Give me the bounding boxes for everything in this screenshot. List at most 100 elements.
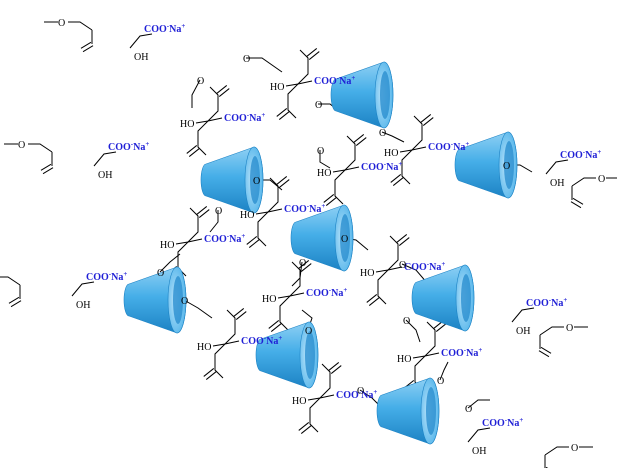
bond-line — [287, 83, 299, 119]
bond-line — [396, 234, 408, 243]
bond-line — [539, 326, 564, 336]
bond-line — [328, 362, 340, 371]
bond-lines — [0, 21, 617, 468]
bond-line — [255, 211, 269, 215]
bond-line — [207, 117, 223, 122]
cyclodextrin-cones — [123, 61, 518, 445]
bond-line — [344, 135, 356, 171]
bond-line — [422, 117, 434, 126]
bond-line — [278, 179, 290, 188]
cyclodextrin-cone-icon — [200, 146, 264, 214]
bond-line — [68, 21, 93, 31]
bond-line — [571, 177, 596, 187]
bond-line — [297, 49, 309, 85]
oxygen-atom-label: O — [503, 161, 510, 172]
bond-line — [129, 33, 153, 49]
bond-line — [319, 394, 335, 399]
bond-line — [420, 114, 432, 123]
bond-line — [412, 355, 426, 359]
bond-line — [235, 311, 247, 320]
hydroxyl-label: OH — [134, 52, 148, 63]
bond-line — [246, 57, 283, 73]
carboxylate-sodium-label: COO-Na+ — [526, 296, 567, 309]
carboxylate-sodium-label: COO-Na+ — [441, 346, 482, 359]
bond-line — [377, 269, 389, 305]
bond-line — [276, 176, 288, 185]
cyclodextrin-cone-icon — [255, 321, 319, 389]
hydroxyl-label: HO — [160, 240, 174, 251]
carboxylate-sodium-label: COO-Na+ — [86, 270, 127, 283]
bond-line — [183, 299, 213, 319]
carboxylate-sodium-label: COO-Na+ — [404, 260, 445, 273]
bond-line — [212, 343, 226, 347]
bond-line — [297, 80, 313, 85]
oxygen-atom-label: O — [465, 404, 472, 415]
bond-line — [544, 446, 569, 456]
hydroxyl-label: OH — [516, 326, 530, 337]
hydroxyl-label: HO — [397, 354, 411, 365]
oxygen-atom-label: O — [243, 54, 250, 65]
bond-line — [159, 253, 181, 273]
carboxylate-sodium-label: COO-Na+ — [336, 388, 377, 401]
bond-line — [186, 145, 198, 154]
bond-line — [224, 340, 240, 345]
bond-line — [207, 86, 219, 122]
bond-line — [319, 363, 331, 399]
atom-labels: COO-Na+ HO COO-Na+ HO COO-Na+ HO COO-Na+ HO COO-… — [18, 18, 605, 457]
bond-line — [306, 48, 318, 57]
oxygen-atom-label: O — [403, 316, 410, 327]
bond-line — [344, 166, 360, 171]
oxygen-atom-label: O — [181, 296, 188, 307]
bond-line — [28, 143, 53, 153]
bond-line — [71, 281, 95, 297]
oxygen-atom-label: O — [379, 128, 386, 139]
hydroxyl-label: OH — [76, 300, 90, 311]
bond-line — [191, 79, 201, 108]
carboxylate-sodium-label: COO-Na+ — [204, 232, 245, 245]
cyclodextrin-cone-icon — [290, 204, 354, 272]
bond-line — [334, 169, 346, 205]
bond-line — [405, 319, 421, 343]
bond-line — [325, 197, 337, 206]
bond-line — [291, 261, 303, 287]
bond-line — [277, 295, 291, 299]
bond-line — [188, 148, 200, 157]
cyclodextrin-cone-icon — [411, 264, 475, 332]
bond-line — [298, 422, 310, 431]
bond-line — [80, 41, 92, 49]
bond-line — [300, 263, 312, 272]
bond-line — [355, 137, 367, 146]
bond-line — [392, 177, 404, 186]
hydroxyl-label: HO — [317, 168, 331, 179]
hydroxyl-label: HO — [292, 396, 306, 407]
bond-line — [368, 297, 380, 306]
bond-line — [399, 149, 413, 153]
bond-line — [366, 294, 378, 303]
oxygen-atom-label: O — [357, 386, 364, 397]
bond-line — [323, 194, 335, 203]
bond-line — [381, 131, 405, 143]
oxygen-atom-label: O — [18, 140, 25, 151]
bond-line — [307, 397, 321, 401]
bond-line — [411, 146, 427, 151]
bond-line — [268, 320, 280, 329]
bond-line — [0, 276, 21, 286]
bond-line — [570, 201, 582, 209]
bond-line — [511, 307, 535, 323]
bond-line — [196, 206, 208, 215]
carboxylate-sodium-label: COO-Na+ — [314, 74, 355, 87]
bond-line — [332, 169, 346, 173]
bond-line — [209, 210, 219, 233]
bond-line — [195, 120, 209, 124]
bond-line — [278, 111, 290, 120]
oxygen-atom-label: O — [58, 18, 65, 29]
cyclodextrin-cone-icon — [123, 266, 187, 334]
carboxylate-sodium-label: COO-Na+ — [482, 416, 523, 429]
bond-line — [93, 151, 117, 167]
bond-line — [387, 235, 399, 271]
bond-line — [10, 300, 22, 308]
bond-line — [40, 163, 52, 171]
bond-line — [279, 295, 291, 331]
carboxylate-sodium-label: COO-Na+ — [284, 202, 325, 215]
oxygen-atom-label: O — [566, 323, 573, 334]
